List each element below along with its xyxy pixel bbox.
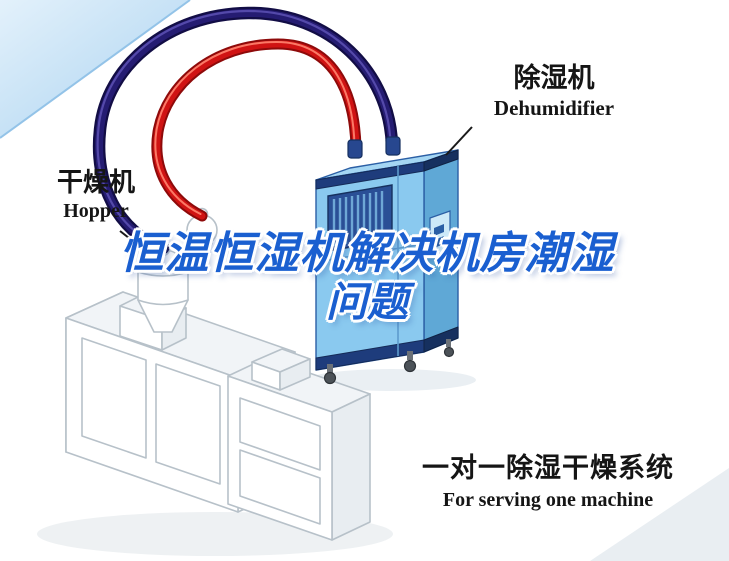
corner-decoration-bottom-right [590, 468, 729, 561]
caster-stem [407, 351, 413, 360]
main-title-line2: 问题 [326, 279, 408, 326]
vent-slats [332, 191, 384, 246]
main-title-line1: 恒温恒湿机解决机房潮湿 [119, 229, 615, 278]
extruder-machine-illustration [65, 291, 371, 541]
machine-front-panel [155, 363, 221, 485]
hopper-assembly-illustration [137, 207, 218, 333]
hopper-pointer-line [119, 230, 149, 254]
red-hose-highlight [154, 40, 356, 215]
caster-stem [327, 364, 333, 373]
cabinet-seam [315, 243, 425, 263]
caster-wheel [443, 346, 455, 358]
dehumidifier-label-en: Dehumidifier [493, 95, 615, 120]
dryer-label-cn: 干燥机 [56, 167, 135, 197]
machine-right-panel [239, 397, 321, 471]
main-title: 恒温恒湿机解决机房潮湿 问题 [60, 229, 674, 326]
system-label: 一对一除湿干燥系统 For serving one machine [406, 453, 690, 511]
dehumidifier-label-cn: 除湿机 [513, 63, 595, 93]
hopper-dome [137, 249, 189, 277]
machine-top-box-side [279, 358, 311, 391]
control-button [434, 236, 444, 248]
corner-edge-line [0, 0, 191, 139]
caster-wheel [403, 359, 417, 373]
hopper-cyclone-cone [191, 242, 213, 261]
control-button [434, 224, 444, 236]
cabinet-brand-sticker [351, 291, 377, 311]
machine-right-panel [239, 449, 321, 525]
system-label-cn: 一对一除湿干燥系统 [422, 453, 674, 483]
system-label-en: For serving one machine [442, 488, 654, 511]
hopper-cylinder [137, 271, 189, 306]
hopper-return-pipe [170, 253, 199, 266]
red-hose [151, 38, 362, 222]
machine-front-panel [81, 337, 147, 459]
dehumidifier-unit-illustration [315, 136, 459, 385]
navy-hose [92, 6, 399, 255]
dehumidifier-pointer-line [445, 126, 473, 156]
dryer-label-en: Hopper [63, 199, 129, 222]
dryer-label: 干燥机 Hopper [34, 168, 158, 222]
hose-stub-left [347, 139, 363, 159]
caster-stem [446, 339, 451, 347]
cabinet-base-side [423, 326, 459, 353]
caster-wheel [323, 371, 337, 385]
dehumidifier-label: 除湿机 Dehumidifier [468, 63, 640, 120]
navy-hose-highlight [96, 9, 392, 248]
machine-right-section-end [331, 393, 371, 541]
hose-stub-right [385, 136, 401, 156]
dehumidifier-ground-shadow [308, 369, 476, 391]
